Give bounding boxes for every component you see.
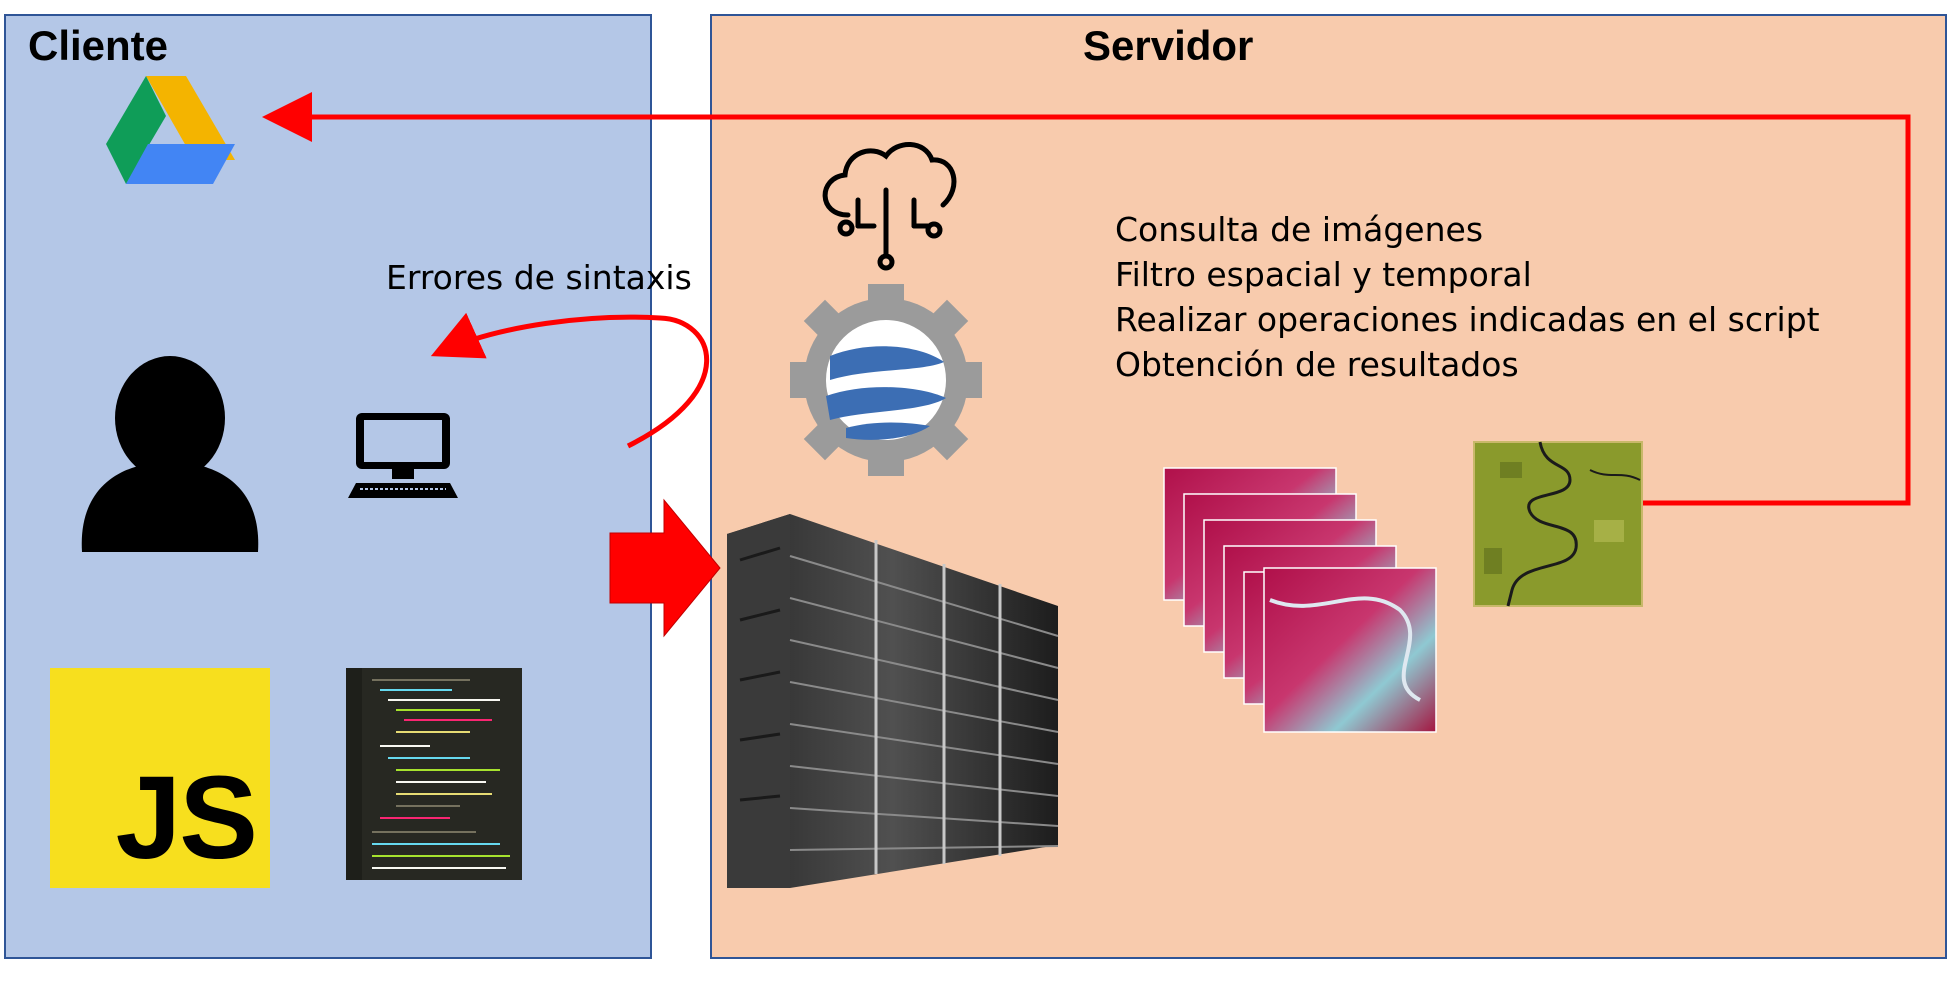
result-map-image (1473, 441, 1643, 607)
client-title: Cliente (28, 22, 169, 69)
syntax-errors-arrow (430, 312, 710, 449)
step-script-operations: Realizar operaciones indicadas en el scr… (1115, 300, 1820, 339)
results-to-drive-arrow (262, 92, 1911, 506)
server-title: Servidor (1083, 22, 1254, 69)
step-get-results: Obtención de resultados (1115, 345, 1519, 384)
code-editor-thumbnail (346, 668, 522, 880)
satellite-image-stack (1163, 467, 1437, 733)
computer-icon (348, 413, 458, 498)
step-image-query: Consulta de imágenes (1115, 210, 1484, 249)
client-to-server-arrow (609, 498, 721, 638)
google-drive-icon (106, 76, 235, 184)
user-icon (81, 356, 259, 552)
server-rack-image (727, 514, 1059, 888)
step-spatial-temporal-filter: Filtro espacial y temporal (1115, 255, 1532, 294)
earth-engine-icon (790, 284, 982, 476)
javascript-logo: JS (50, 668, 270, 888)
javascript-logo-text: JS (115, 752, 258, 884)
cloud-circuit-icon (822, 142, 957, 271)
syntax-errors-label: Errores de sintaxis (386, 258, 692, 297)
